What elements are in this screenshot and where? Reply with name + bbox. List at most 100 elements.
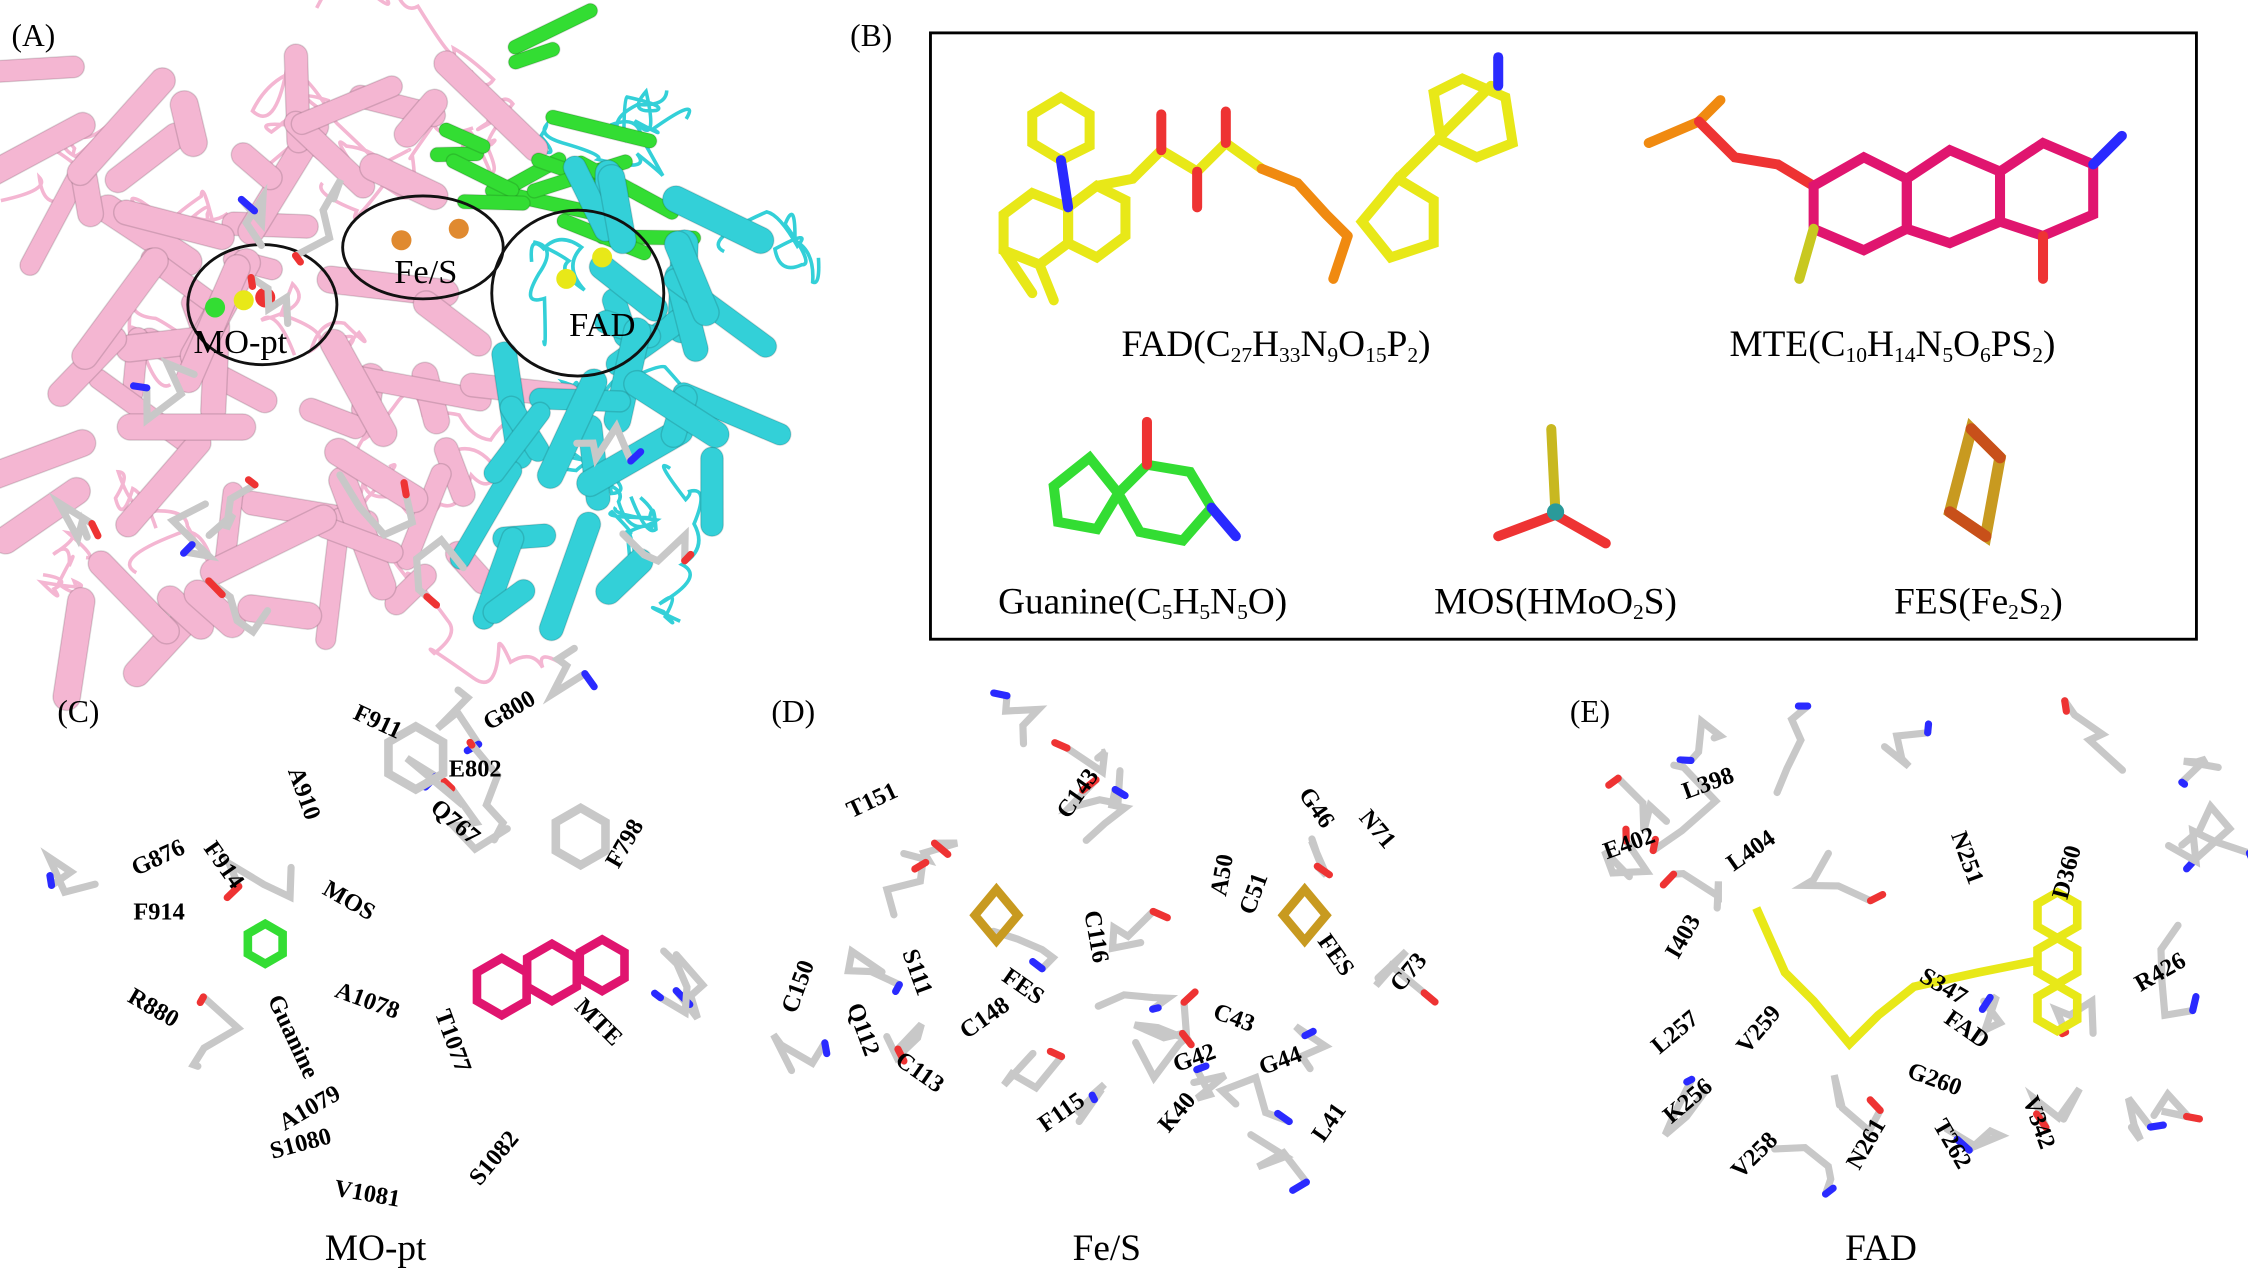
guanine-ring [243,918,287,969]
ligand-label-fad: FAD(C27H33N9O15P2) [1121,323,1431,368]
helix-cylinder [538,511,602,642]
ligand-name: FES [1894,580,1959,623]
residue-stick [446,784,511,854]
residue-stick [656,947,691,1019]
mte-ring [472,953,531,1021]
ellipse-fad [490,208,666,378]
fad-chain [1752,906,2037,1051]
helix-cylinder [0,55,86,85]
helix-cylinder [483,401,551,484]
residue-stick [1791,849,1875,905]
residue-stick [48,492,96,548]
atom-tip [180,541,196,557]
atom-tip [1649,835,1659,855]
atom-tip [892,981,903,996]
panel-c-letter: (C) [57,693,100,730]
atom-tip [129,382,151,392]
helix-cylinder [395,462,452,571]
atom-tip [1953,1135,1973,1154]
atom-tip [1866,1096,1884,1114]
atom-tip [2178,778,2189,788]
atom-tip [244,476,259,489]
ligand-structures [998,52,2127,549]
atom-tip [1111,785,1129,800]
residue-label: F914 [133,898,185,926]
phe-ring [384,721,448,795]
residue-stick [1773,702,1812,797]
residue-stick [1687,714,1728,765]
residue-stick [1661,1075,1709,1138]
residue-stick [1001,1049,1066,1093]
ligand-label-mos: MOS(HMoO2S) [1434,580,1677,625]
helix-cylinder [588,253,669,322]
residue-stick [1293,1023,1333,1073]
residue-stick [292,178,344,260]
residue-stick [466,738,508,844]
atom-tip [1420,989,1439,1006]
atom-tip [1659,870,1678,889]
ligand-formula: Fe2S2 [1970,580,2051,625]
coil-loop [615,87,692,143]
residue-stick [844,945,903,989]
caption-fe-s: Fe/S [1072,1226,1142,1269]
helix-cylinder [661,185,775,255]
ligand-atom [556,268,577,289]
atom-tip [423,593,441,609]
atom-tip [46,872,56,889]
atom-tip [440,777,456,793]
atom-tip [990,689,1011,700]
residue-stick [1108,907,1157,953]
residue-stick [1601,837,1654,881]
helix-cylinder [66,67,177,187]
atom-tip [1088,1091,1098,1104]
atom-tip [627,448,645,465]
helix-cylinder [482,578,536,625]
residue-stick [2061,697,2127,774]
ligand-label-guanine: Guanine(C5H5N5O) [998,580,1288,625]
helix-cylinder [290,75,404,136]
atom-tip [1605,774,1622,789]
helix-cylinder [472,526,525,631]
coil-loop [130,189,229,240]
atom-tip [400,479,410,499]
atom-tip [466,738,476,749]
atom-tip [1178,1029,1195,1049]
atom-tip [2146,1121,2167,1131]
fad-ring [2033,980,2082,1036]
residue-stick [1771,1143,1835,1198]
ellipse-fe-s [341,194,505,301]
residue-stick [336,471,417,540]
guanine-structure [1048,416,1241,547]
caption-mo-pt: MO-pt [324,1226,427,1269]
atom-tip [2182,1112,2204,1123]
residue-stick [1669,869,1723,912]
residue-stick [573,419,635,468]
phe-ring [551,802,610,871]
panel-e-letter: (E) [1569,693,1611,730]
helix-cylinder [507,41,561,70]
mte-ring [575,934,629,996]
residue-stick [1649,761,1721,855]
ligand-label-mte: MTE(C10H14N5O6PS2) [1729,323,2056,368]
atom-tip [223,882,243,902]
atom-tip [1274,1109,1293,1126]
residue-stick [542,644,589,705]
ligand-atom [205,297,226,318]
panel-d-letter: (D) [771,693,816,730]
atom-tip [1029,957,1046,973]
ligand-atom [592,247,613,268]
panel-a-letter: (A) [11,17,56,53]
residue-stick [2178,755,2222,786]
residue-stick [2024,1086,2083,1131]
residue-stick [2049,994,2097,1037]
helix-cylinder [323,437,429,514]
coil-loop [716,209,821,285]
residue-stick [1614,774,1671,832]
residue-stick [882,852,930,919]
residue-stick [237,183,268,249]
helix-cylinder [319,328,398,448]
residue-stick [1094,991,1179,1013]
helix-cylinder [183,579,247,639]
ligand-formula: C27H33N9O15P2 [1205,323,1419,368]
residue-stick [2164,824,2248,868]
